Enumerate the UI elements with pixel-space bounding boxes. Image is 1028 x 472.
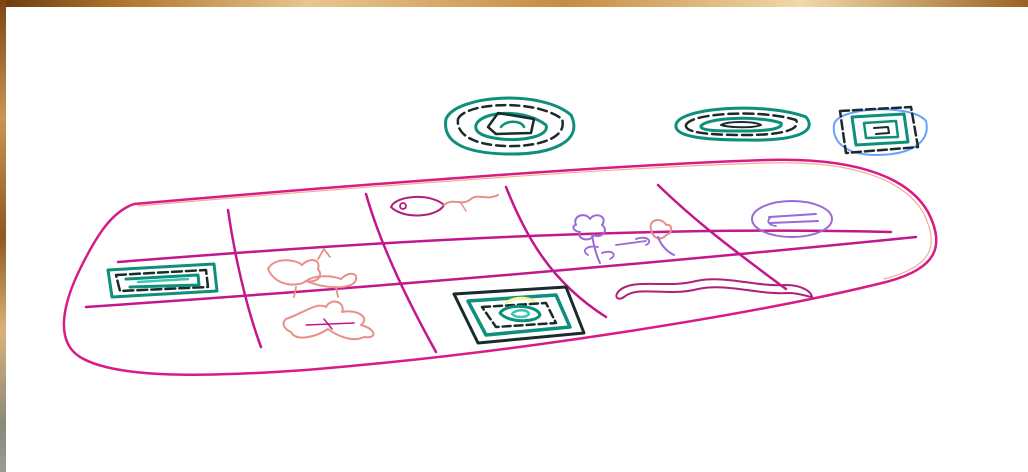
fish-doodle[interactable]	[391, 195, 498, 215]
waiting-piece-2[interactable]	[676, 108, 809, 140]
grid-col-line-1	[228, 210, 261, 347]
wood-frame-top	[0, 0, 1028, 7]
game-board	[64, 160, 936, 375]
grid-row-line-2	[86, 237, 916, 307]
spiral-piece-highlighted[interactable]	[452, 285, 586, 345]
grid-col-line-4	[658, 185, 786, 289]
waiting-piece-3[interactable]	[834, 107, 927, 155]
board-scene	[6, 7, 1028, 472]
grid-col-line-2	[366, 194, 436, 352]
spiral-piece-row1[interactable]	[106, 263, 218, 299]
game-canvas[interactable]	[6, 7, 1028, 472]
flowers-doodle[interactable]	[573, 215, 674, 263]
waiting-piece-1[interactable]	[446, 98, 574, 154]
worm-doodle[interactable]	[616, 279, 812, 298]
leaf-doodle[interactable]	[284, 302, 374, 340]
